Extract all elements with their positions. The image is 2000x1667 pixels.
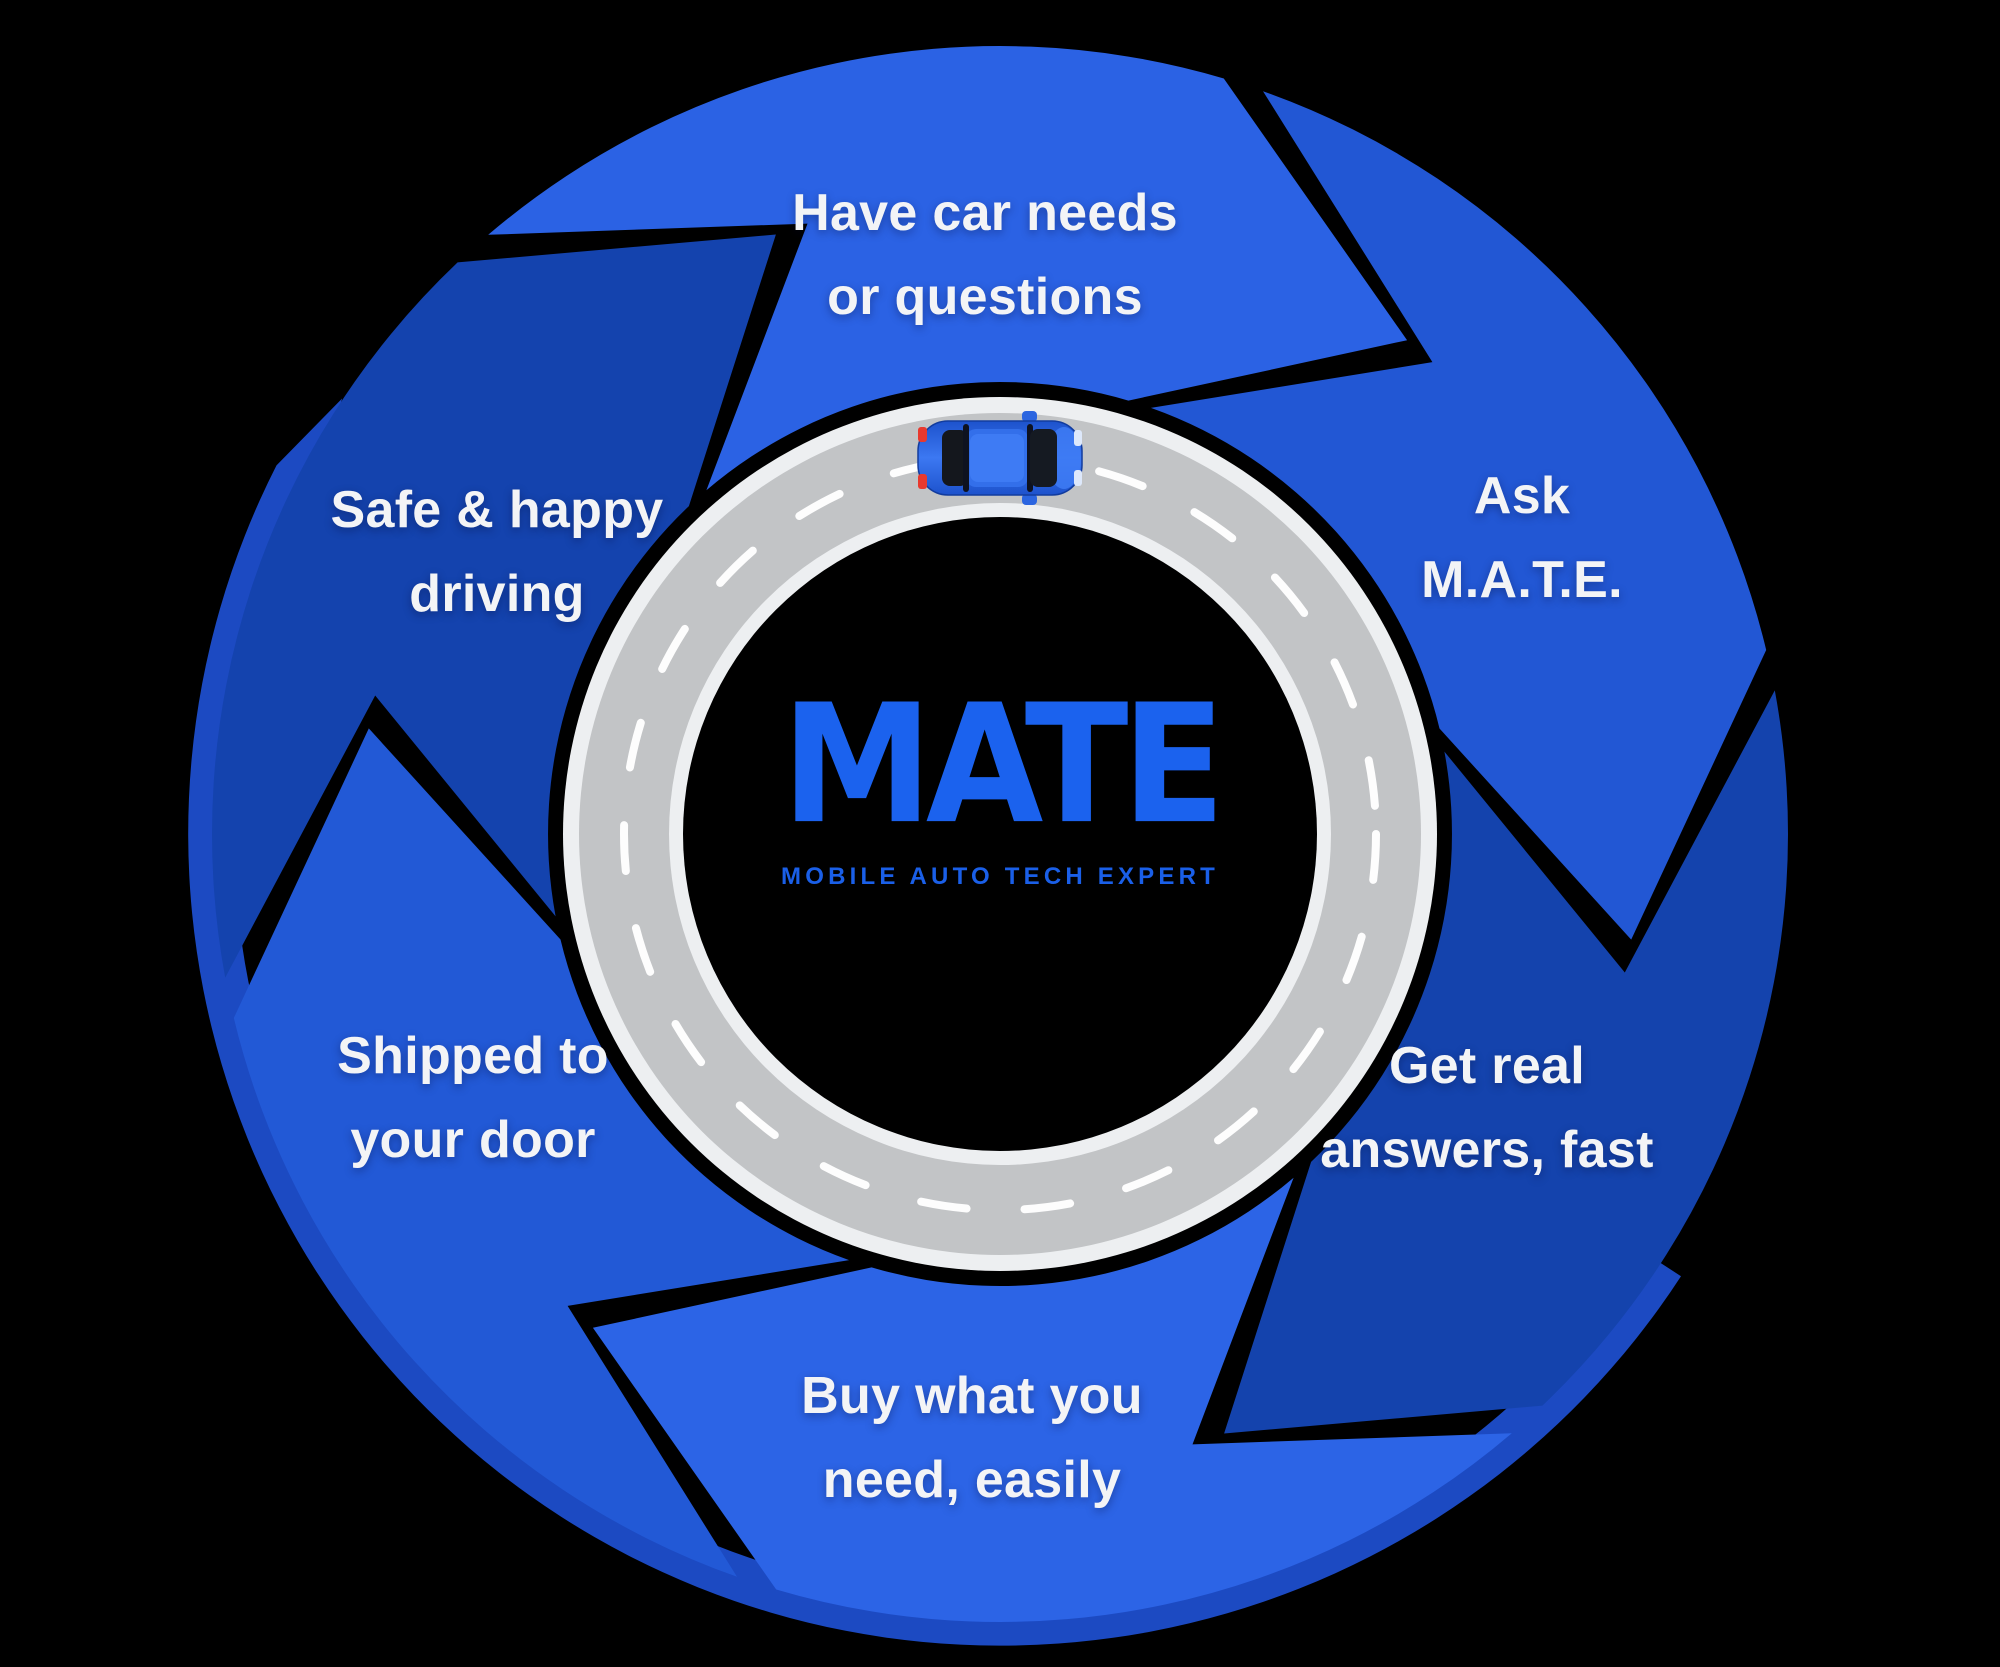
car-icon	[917, 411, 1083, 505]
car-windshield	[1030, 429, 1057, 487]
car-taillight-bottom	[918, 474, 927, 489]
segment-ask	[1150, 91, 1767, 940]
car-taillight-top	[918, 427, 927, 442]
segment-safe	[212, 234, 776, 978]
car-roof-highlight	[970, 434, 1024, 482]
road-ring	[563, 397, 1437, 1271]
car-mirror-top	[1022, 411, 1037, 422]
car-headlight-top	[1074, 430, 1082, 446]
road-center-hole	[683, 517, 1317, 1151]
car-roof-rail-rear	[963, 424, 969, 492]
segment-get	[1224, 690, 1788, 1434]
segment-have	[488, 46, 1408, 491]
segments-layer	[212, 46, 1788, 1622]
segment-buy	[592, 1177, 1512, 1622]
segment-shipped	[233, 728, 850, 1577]
car-rear-window	[942, 430, 968, 486]
car-headlight-bottom	[1074, 470, 1082, 486]
car-mirror-bottom	[1022, 494, 1037, 505]
